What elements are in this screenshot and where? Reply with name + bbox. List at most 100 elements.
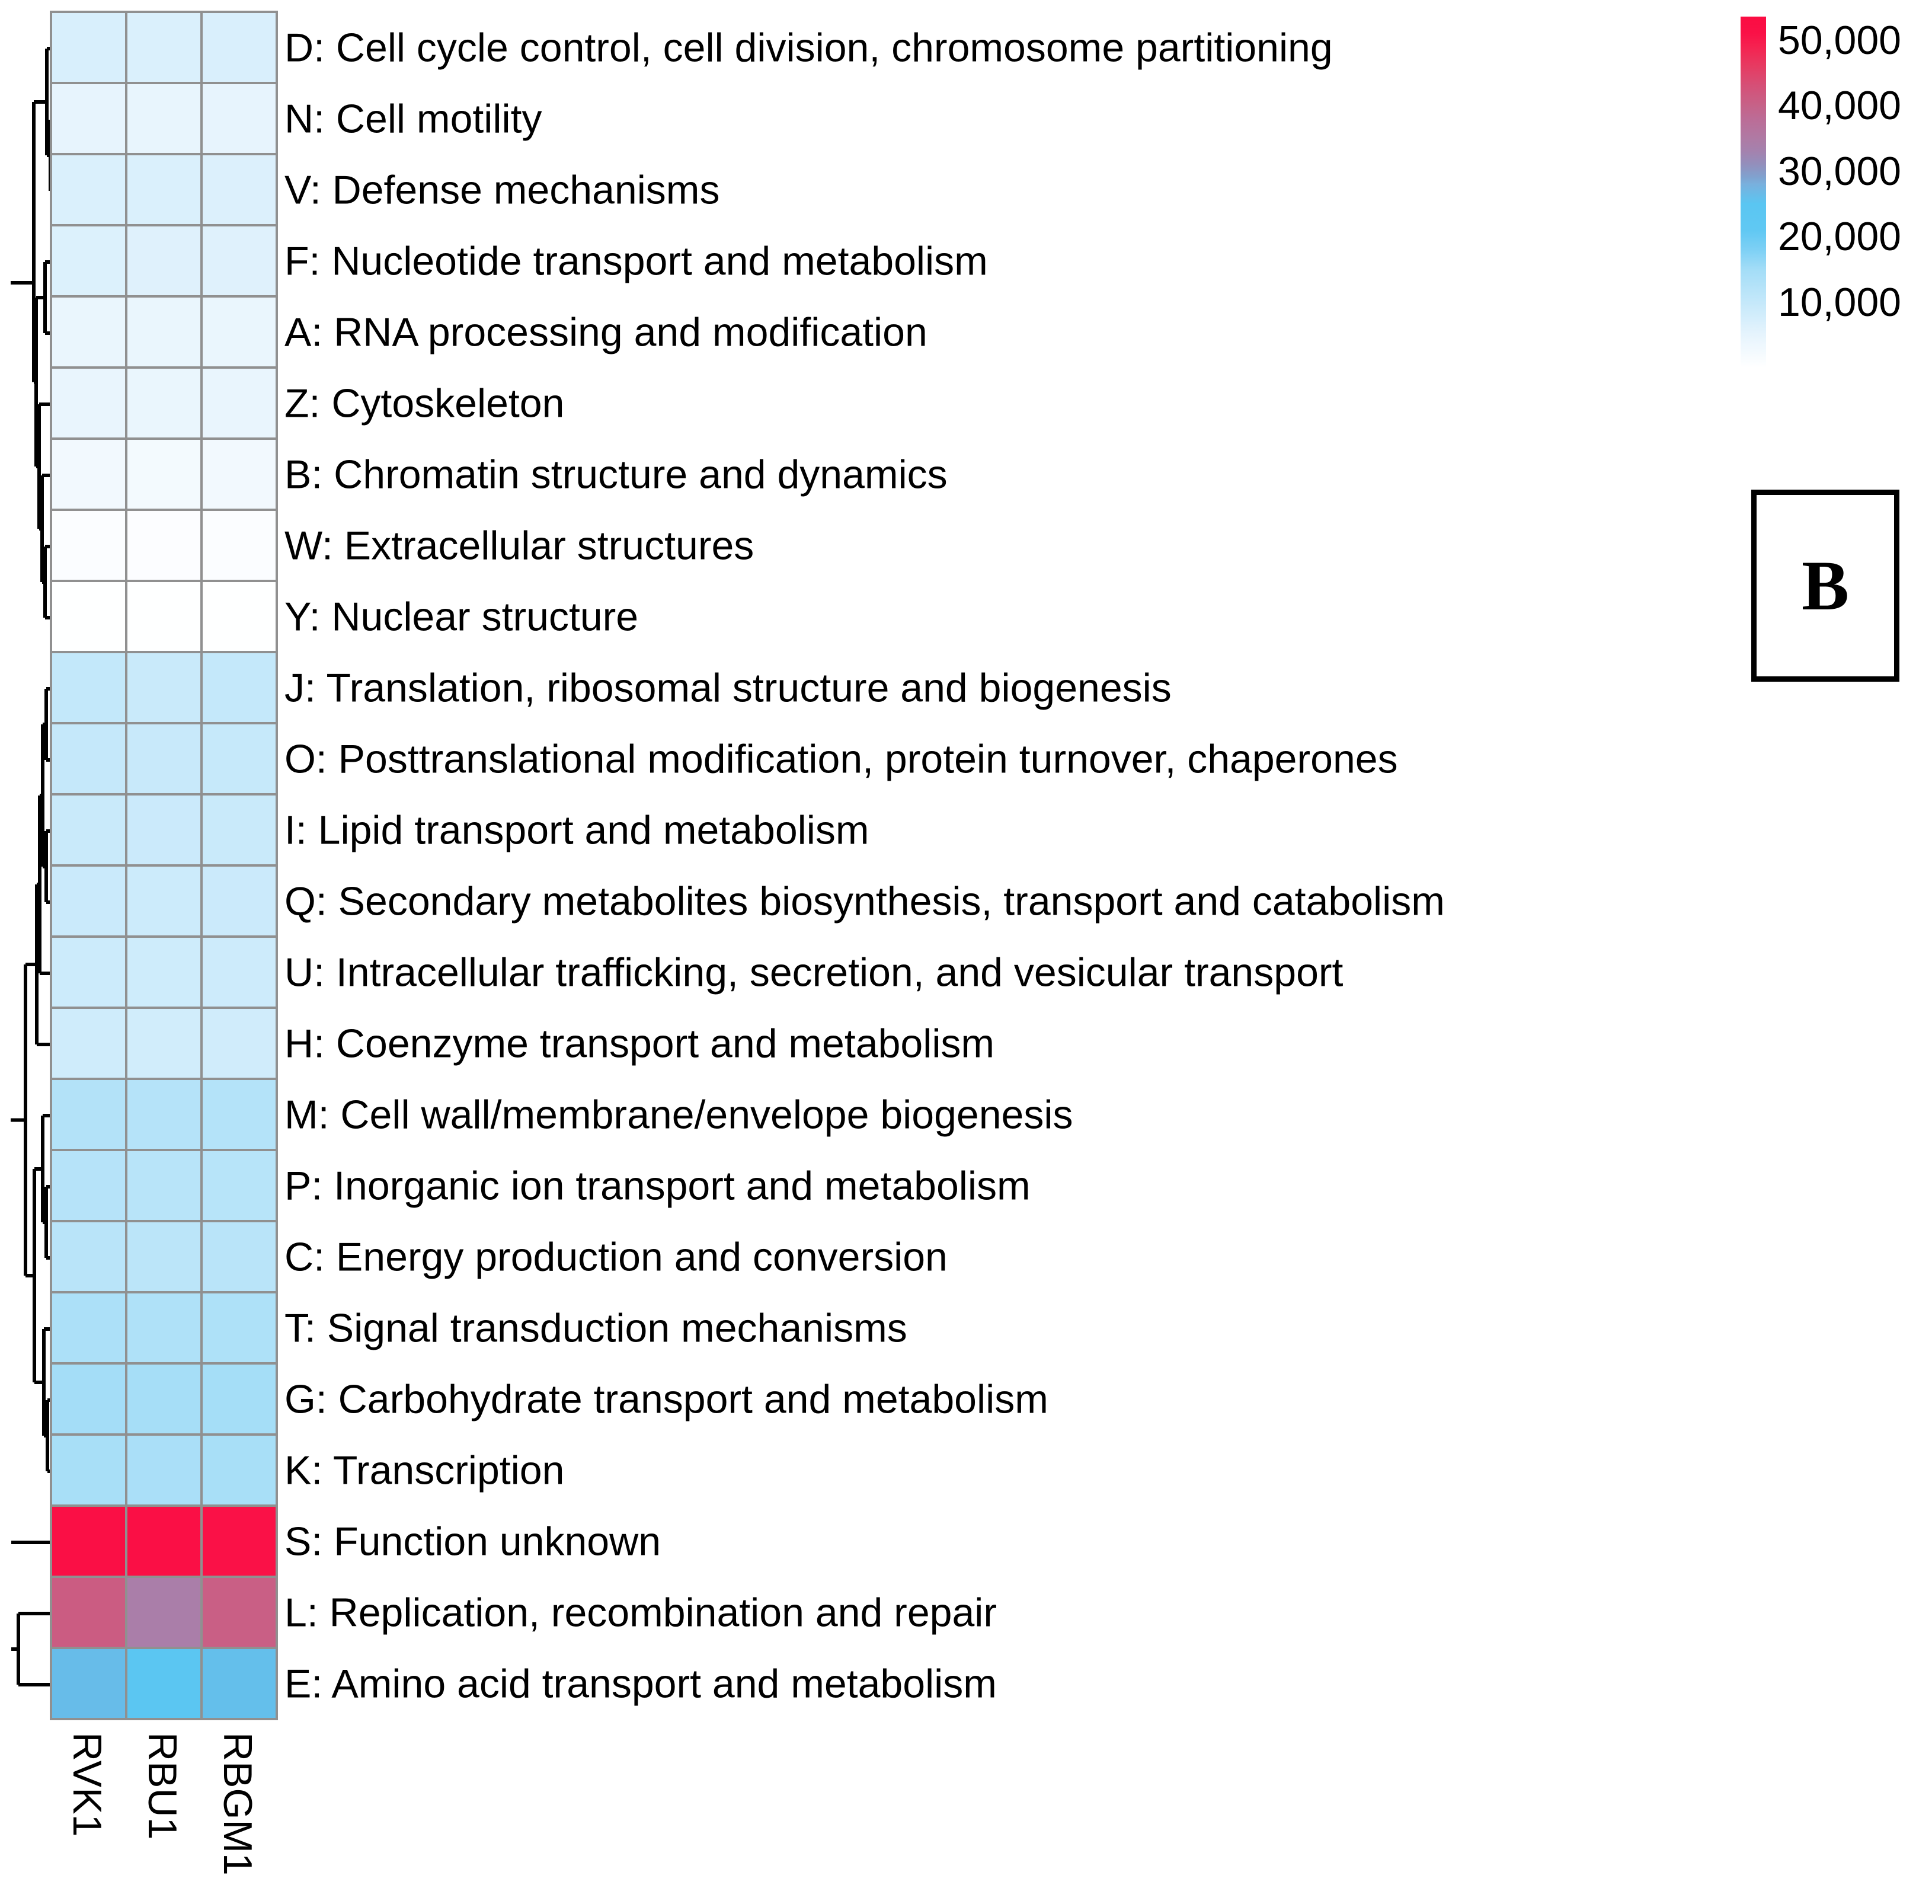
- heatmap-cell-U-RVK1: [52, 938, 125, 1007]
- heatmap-cell-A-RBU1: [127, 298, 200, 366]
- column-label-RBGM1: RBGM1: [215, 1732, 260, 1876]
- heatmap-cell-P-RBU1: [127, 1151, 200, 1220]
- heatmap-cell-Q-RBGM1: [203, 867, 276, 935]
- heatmap-cell-E-RBU1: [127, 1649, 200, 1718]
- heatmap-cell-C-RVK1: [52, 1222, 125, 1291]
- heatmap-cell-W-RVK1: [52, 511, 125, 580]
- legend-tick-label-20000: 20,000: [1778, 214, 1901, 260]
- legend-tick-label-50000: 50,000: [1778, 17, 1901, 63]
- heatmap-cell-O-RBU1: [127, 724, 200, 793]
- row-label-J: J: Translation, ribosomal structure and …: [284, 665, 1172, 711]
- column-label-RBU1: RBU1: [139, 1732, 185, 1840]
- row-label-H: H: Coenzyme transport and metabolism: [284, 1021, 995, 1066]
- heatmap-cell-V-RBGM1: [203, 155, 276, 224]
- heatmap-cell-B-RBU1: [127, 440, 200, 509]
- row-label-K: K: Transcription: [284, 1448, 565, 1493]
- heatmap-cell-P-RVK1: [52, 1151, 125, 1220]
- heatmap-cell-M-RBU1: [127, 1080, 200, 1149]
- row-label-B: B: Chromatin structure and dynamics: [284, 452, 948, 497]
- heatmap-cell-V-RVK1: [52, 155, 125, 224]
- row-label-C: C: Energy production and conversion: [284, 1234, 948, 1280]
- panel-label: B: [1801, 546, 1850, 625]
- row-label-A: A: RNA processing and modification: [284, 309, 927, 355]
- row-label-Y: Y: Nuclear structure: [284, 594, 639, 640]
- heatmap-cell-O-RBGM1: [203, 724, 276, 793]
- row-label-U: U: Intracellular trafficking, secretion,…: [284, 950, 1344, 995]
- heatmap-cell-Q-RVK1: [52, 867, 125, 935]
- heatmap-cell-L-RBU1: [127, 1578, 200, 1647]
- heatmap-cell-J-RBU1: [127, 653, 200, 722]
- heatmap-cell-T-RVK1: [52, 1293, 125, 1362]
- row-label-I: I: Lipid transport and metabolism: [284, 807, 869, 853]
- heatmap-cell-C-RBGM1: [203, 1222, 276, 1291]
- heatmap-cell-F-RBGM1: [203, 226, 276, 295]
- row-label-F: F: Nucleotide transport and metabolism: [284, 238, 988, 284]
- heatmap-cell-Q-RBU1: [127, 867, 200, 935]
- heatmap-cell-N-RBGM1: [203, 84, 276, 153]
- heatmap-cell-D-RBGM1: [203, 13, 276, 82]
- heatmap-cell-F-RVK1: [52, 226, 125, 295]
- heatmap-cell-S-RBGM1: [203, 1507, 276, 1576]
- heatmap-cell-I-RBGM1: [203, 796, 276, 864]
- heatmap-cell-C-RBU1: [127, 1222, 200, 1291]
- row-label-T: T: Signal transduction mechanisms: [284, 1305, 907, 1351]
- heatmap-cell-B-RVK1: [52, 440, 125, 509]
- heatmap-cell-A-RVK1: [52, 298, 125, 366]
- row-label-P: P: Inorganic ion transport and metabolis…: [284, 1163, 1031, 1209]
- row-label-E: E: Amino acid transport and metabolism: [284, 1661, 997, 1707]
- heatmap-cell-W-RBGM1: [203, 511, 276, 580]
- heatmap-cell-Z-RBU1: [127, 369, 200, 437]
- heatmap-cell-N-RBU1: [127, 84, 200, 153]
- heatmap-cell-Y-RBGM1: [203, 582, 276, 651]
- heatmap-cell-I-RBU1: [127, 796, 200, 864]
- heatmap-cell-U-RBGM1: [203, 938, 276, 1007]
- legend-tick-label-30000: 30,000: [1778, 148, 1901, 194]
- heatmap-cell-J-RBGM1: [203, 653, 276, 722]
- panel-label-box: B: [1751, 490, 1899, 682]
- heatmap-cell-W-RBU1: [127, 511, 200, 580]
- heatmap-cell-F-RBU1: [127, 226, 200, 295]
- heatmap-cell-Y-RVK1: [52, 582, 125, 651]
- heatmap-cell-D-RBU1: [127, 13, 200, 82]
- row-label-W: W: Extracellular structures: [284, 523, 754, 568]
- heatmap-cell-U-RBU1: [127, 938, 200, 1007]
- heatmap-cell-J-RVK1: [52, 653, 125, 722]
- row-label-G: G: Carbohydrate transport and metabolism: [284, 1376, 1048, 1422]
- heatmap-cell-L-RBGM1: [203, 1578, 276, 1647]
- heatmap-cell-K-RBGM1: [203, 1436, 276, 1504]
- heatmap-cell-H-RBU1: [127, 1009, 200, 1078]
- legend-tick-label-10000: 10,000: [1778, 279, 1901, 325]
- row-label-S: S: Function unknown: [284, 1519, 661, 1564]
- row-label-Z: Z: Cytoskeleton: [284, 381, 565, 426]
- heatmap-cell-S-RVK1: [52, 1507, 125, 1576]
- heatmap-cell-G-RBU1: [127, 1365, 200, 1433]
- heatmap-cell-E-RBGM1: [203, 1649, 276, 1718]
- heatmap-cell-I-RVK1: [52, 796, 125, 864]
- heatmap-cell-O-RVK1: [52, 724, 125, 793]
- row-label-D: D: Cell cycle control, cell division, ch…: [284, 25, 1333, 71]
- heatmap-cell-T-RBU1: [127, 1293, 200, 1362]
- column-label-RVK1: RVK1: [64, 1732, 110, 1837]
- legend-gradient-bar: [1741, 17, 1766, 368]
- heatmap-cell-T-RBGM1: [203, 1293, 276, 1362]
- legend-tick-label-40000: 40,000: [1778, 83, 1901, 129]
- heatmap-cell-E-RVK1: [52, 1649, 125, 1718]
- heatmap-cell-Z-RBGM1: [203, 369, 276, 437]
- heatmap-cell-A-RBGM1: [203, 298, 276, 366]
- heatmap-cell-K-RVK1: [52, 1436, 125, 1504]
- row-label-M: M: Cell wall/membrane/envelope biogenesi…: [284, 1092, 1073, 1138]
- heatmap-grid: [50, 11, 278, 1720]
- row-label-N: N: Cell motility: [284, 96, 542, 142]
- heatmap-cell-N-RVK1: [52, 84, 125, 153]
- row-label-Q: Q: Secondary metabolites biosynthesis, t…: [284, 878, 1445, 924]
- heatmap-cell-B-RBGM1: [203, 440, 276, 509]
- heatmap-cell-H-RBGM1: [203, 1009, 276, 1078]
- heatmap-cell-K-RBU1: [127, 1436, 200, 1504]
- heatmap-cell-V-RBU1: [127, 155, 200, 224]
- heatmap-cell-P-RBGM1: [203, 1151, 276, 1220]
- heatmap-cell-M-RBGM1: [203, 1080, 276, 1149]
- heatmap-cell-S-RBU1: [127, 1507, 200, 1576]
- heatmap-cell-L-RVK1: [52, 1578, 125, 1647]
